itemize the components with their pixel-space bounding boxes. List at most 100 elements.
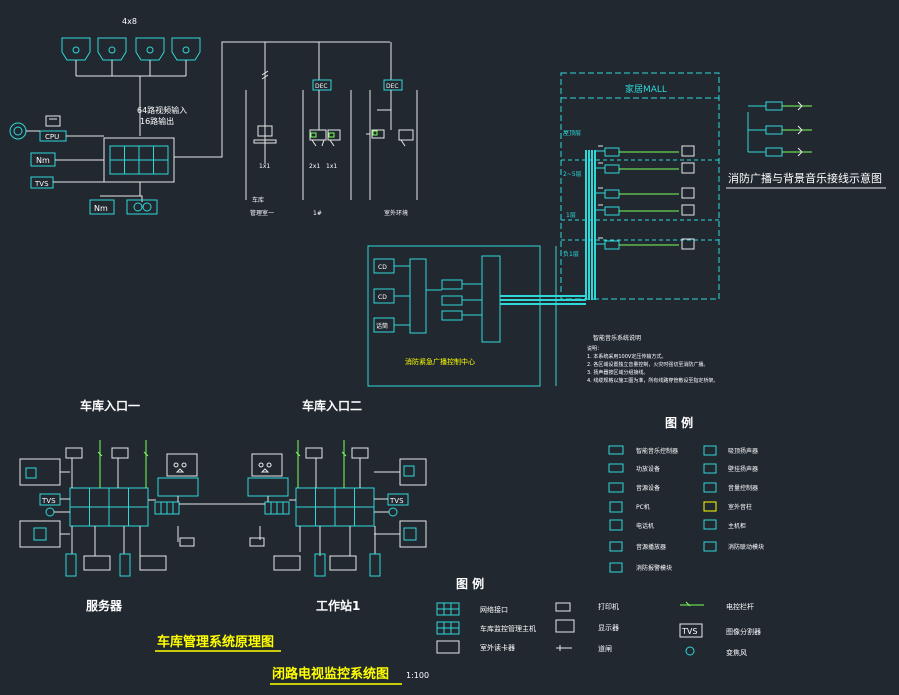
floor-1: 1层 xyxy=(566,212,576,219)
keyboard-icon xyxy=(9,122,27,140)
matrix-label-1: 64路视频输入 xyxy=(137,105,187,115)
legend-item: 车库监控管理主机 xyxy=(480,624,536,633)
legend-icon xyxy=(436,640,460,654)
cd1-label: CD xyxy=(378,264,387,271)
control-center-box xyxy=(367,245,541,387)
printer-icon xyxy=(179,537,195,547)
dec1-label: DEC xyxy=(315,83,328,90)
legend-icon xyxy=(555,602,571,612)
dec-box: DEC xyxy=(312,79,332,91)
area-building-1: 1# xyxy=(313,210,322,217)
notes-block: 智能音乐系统说明 说明： 1. 本系统采用100V定压传输方式。 2. 各区域设… xyxy=(587,334,718,384)
legend-item: 智能音乐控制器 xyxy=(636,447,678,455)
gate-icon xyxy=(369,553,381,577)
legend-icon xyxy=(609,519,623,531)
legend-item: 室外读卡器 xyxy=(480,643,515,652)
amplifier-3 xyxy=(441,310,463,321)
legend-icon xyxy=(703,482,717,493)
legend-item: 主机柜 xyxy=(728,522,746,530)
legend-lower-title: 图 例 xyxy=(456,576,484,591)
source-cd: CD xyxy=(373,258,395,274)
legend-icon xyxy=(608,463,624,473)
legend-icon xyxy=(608,445,624,455)
legend-item: 吸顶扬声器 xyxy=(728,447,758,455)
computer-icon xyxy=(157,453,199,497)
legend-item: 音量控制器 xyxy=(728,484,758,492)
legend-icon xyxy=(703,501,717,512)
speaker-mic-icon xyxy=(126,199,158,215)
cctv-diagram: 4x8 64路视频输入 16路输出 CPU xyxy=(9,17,418,217)
control-cabinet-right xyxy=(295,487,375,527)
legend-icon xyxy=(703,463,717,474)
legend-upper-title: 图 例 xyxy=(665,415,693,430)
legend-icon xyxy=(555,619,575,633)
fire-caption: 消防广播与背景音乐接线示意图 xyxy=(728,171,882,185)
mini-zone-diagram xyxy=(747,101,812,157)
gate-icon xyxy=(314,553,326,577)
area-outdoor: 室外环境 xyxy=(384,209,408,217)
label-1x1b: 1x1 xyxy=(326,163,337,170)
dome-camera-icon xyxy=(61,37,91,61)
floor-2-5: 2~5层 xyxy=(563,171,582,178)
legend-item: 显示器 xyxy=(598,624,619,632)
legend-item: 变焦风 xyxy=(726,648,747,657)
scale-label: 1:100 xyxy=(406,671,429,680)
control-cabinet-left xyxy=(69,487,149,527)
cpu-unit: CPU xyxy=(39,115,67,142)
tvs-unit: TVS xyxy=(30,176,54,189)
legend-item: 打印机 xyxy=(598,602,619,611)
floor-roof: 屋顶层 xyxy=(563,130,581,137)
dome-camera-icon xyxy=(171,37,201,61)
legend-icon xyxy=(680,601,704,607)
legend-item: 室外音柱 xyxy=(728,503,752,511)
legend-item: 壁挂扬声器 xyxy=(728,465,758,473)
center-caption: 消防紧急广播控制中心 xyxy=(405,357,475,366)
source-mic: 话筒 xyxy=(373,317,395,333)
dome-camera-icon xyxy=(135,37,165,61)
computer-icon xyxy=(247,453,289,497)
legend-icon xyxy=(703,541,717,552)
building-frame xyxy=(560,72,720,300)
cd2-label: CD xyxy=(378,294,387,301)
legend-icon xyxy=(609,541,623,552)
legend-item: 音源播放器 xyxy=(636,543,666,551)
cpu-label: CPU xyxy=(45,133,59,141)
legend-icon: TVS xyxy=(679,623,703,638)
camera-icon xyxy=(366,129,385,139)
entrance-1-label: 车库入口一 xyxy=(80,398,140,413)
zone-controller xyxy=(481,255,501,343)
legend-icon xyxy=(609,501,623,513)
note-line: 2. 各区域设置独立音量控制，火灾时强切至消防广播。 xyxy=(587,361,708,368)
nm-label: Nm xyxy=(36,156,50,165)
legend-item: 图像分割器 xyxy=(726,627,761,636)
barrier-icon xyxy=(139,555,167,571)
tvs-legend-label: TVS xyxy=(681,627,697,636)
entrance-2-label: 车库入口二 xyxy=(302,398,362,413)
note-line: 说明： xyxy=(587,345,602,352)
barrier-icon xyxy=(83,555,111,571)
camera-count-label: 4x8 xyxy=(122,17,137,26)
tvs-box: TVS xyxy=(387,493,409,506)
legend-icon xyxy=(703,519,717,530)
cctv-title: 闭路电视监控系统图 xyxy=(272,666,389,682)
legend-item: 电控栏杆 xyxy=(726,602,754,611)
legend-item: PC机 xyxy=(636,503,650,511)
notes-title: 智能音乐系统说明 xyxy=(593,334,641,342)
legend-item: 音源设备 xyxy=(636,484,660,492)
gate-icon xyxy=(65,553,77,577)
nm-monitor: Nm xyxy=(30,152,56,167)
mic-label: 话筒 xyxy=(376,322,388,330)
dome-camera-icon xyxy=(97,37,127,61)
matrix-label-2: 16路输出 xyxy=(140,116,174,126)
parking-title: 车库管理系统原理图 xyxy=(157,634,274,650)
barrier-icon xyxy=(329,555,357,571)
gate-icon xyxy=(119,553,131,577)
nm2-label: Nm xyxy=(94,204,108,213)
camera-icon xyxy=(327,129,341,147)
nm-monitor-lower: Nm xyxy=(89,199,115,215)
parking-diagram: 车库入口一 车库入口二 TVS xyxy=(19,398,427,652)
fire-broadcast-diagram: 家居MALL 屋顶层 2~5层 1层 负1层 CD CD 话筒 xyxy=(367,72,886,387)
tvs-box: TVS xyxy=(39,493,61,506)
legend-item: 消防报警模块 xyxy=(636,564,672,572)
